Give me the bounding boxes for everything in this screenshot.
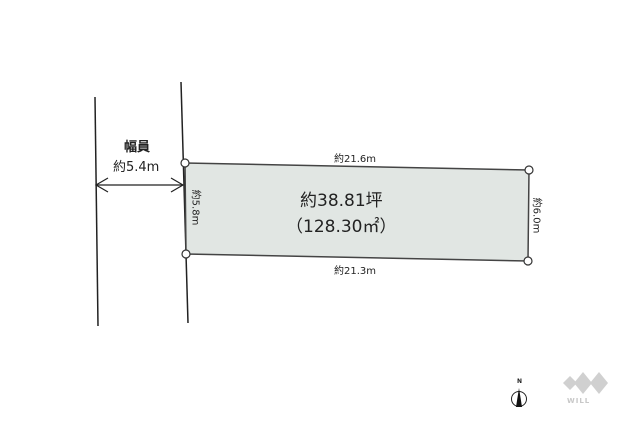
road-width-arrow bbox=[94, 177, 185, 193]
lot-bottom-dimension: 約21.3m bbox=[334, 266, 377, 277]
lot-right-dimension: 約6.0m bbox=[530, 197, 542, 234]
road-left-edge bbox=[94, 96, 99, 327]
lot-area-sqm: （128.30㎡） bbox=[286, 217, 397, 237]
lot-area-tsubo: 約38.81坪 bbox=[300, 191, 383, 211]
road-width-title: 幅員 bbox=[124, 140, 151, 155]
road-width-value: 約5.4m bbox=[113, 160, 160, 175]
lot-top-dimension: 約21.6m bbox=[334, 154, 377, 165]
road-right-edge bbox=[180, 81, 189, 324]
lot-corner-markers bbox=[180, 158, 534, 266]
logo-text: WILL bbox=[567, 397, 591, 405]
compass-north-label: N bbox=[517, 378, 523, 385]
north-compass-icon bbox=[511, 388, 527, 407]
lot-left-dimension: 約5.8m bbox=[189, 189, 201, 226]
will-logo-icon bbox=[563, 372, 608, 394]
